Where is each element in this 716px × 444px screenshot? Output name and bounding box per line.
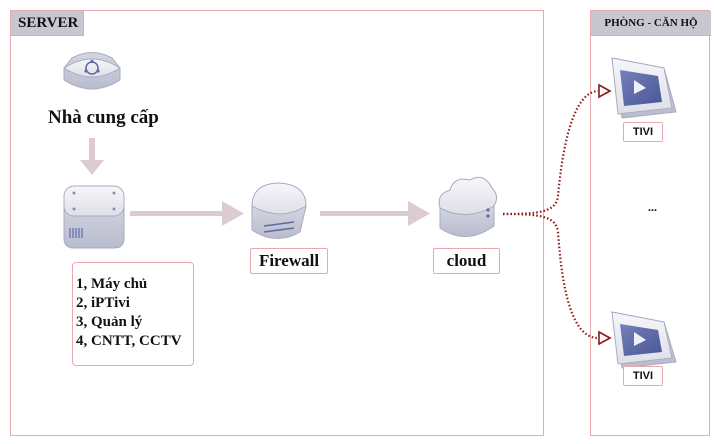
server-icon xyxy=(63,185,125,249)
list-item: 3, Quản lý xyxy=(76,314,143,330)
arrow-firewall-to-cloud xyxy=(320,201,430,226)
firewall-label: Firewall xyxy=(250,248,328,274)
arrowhead-tivi-top xyxy=(598,83,612,99)
arrow-server-to-firewall xyxy=(130,201,244,226)
provider-label: Nhà cung cấp xyxy=(48,107,159,128)
server-role-list: 1, Máy chủ 2, iPTivi 3, Quản lý 4, CNTT,… xyxy=(72,262,194,366)
tivi-top-label: TIVI xyxy=(623,122,663,142)
server-panel-title: SERVER xyxy=(11,11,84,36)
tv-icon xyxy=(611,57,677,119)
arrow-provider-to-server xyxy=(80,138,104,175)
more-devices-ellipsis: ... xyxy=(648,200,657,214)
room-panel-title: PHÒNG - CĂN HỘ xyxy=(591,11,711,36)
tv-icon xyxy=(611,311,677,369)
list-item: 1, Máy chủ xyxy=(76,276,148,292)
arrow-cloud-to-tivi-top xyxy=(502,89,599,216)
cloud-storage-icon xyxy=(438,176,498,237)
list-item: 4, CNTT, CCTV xyxy=(76,333,182,349)
tivi-bottom-label: TIVI xyxy=(623,366,663,386)
arrow-cloud-to-tivi-bottom xyxy=(502,212,599,340)
arrowhead-tivi-bottom xyxy=(598,330,612,346)
cloud-label: cloud xyxy=(433,248,500,274)
list-item: 2, iPTivi xyxy=(76,295,130,311)
firewall-icon xyxy=(251,182,307,239)
shared-server-icon xyxy=(63,52,121,90)
